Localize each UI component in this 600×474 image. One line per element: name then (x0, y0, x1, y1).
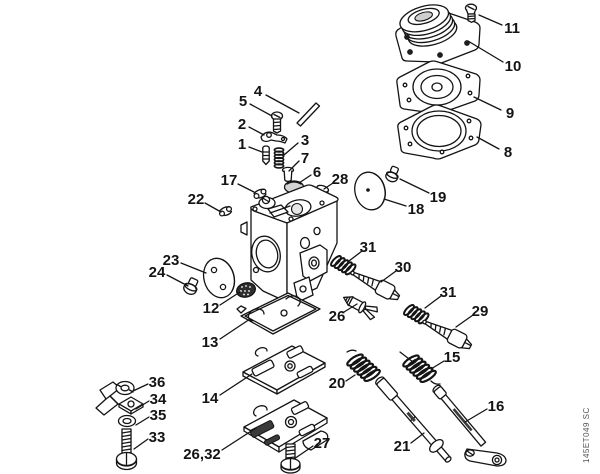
part-2-inlet-lever (260, 131, 288, 144)
part-5-screw (270, 111, 284, 134)
part-36-nut (115, 380, 135, 396)
part-11-cover-screw (464, 3, 478, 23)
part-21-throttle-shaft (375, 376, 452, 463)
callout-22: 22 (188, 191, 205, 208)
part-12-screen (235, 282, 257, 298)
callout-13: 13 (202, 334, 219, 351)
part-19-screw (385, 165, 400, 183)
callout-28: 28 (332, 171, 349, 188)
part-35-washer (117, 414, 137, 428)
callout-7: 7 (301, 150, 309, 167)
callout-19: 19 (430, 189, 447, 206)
part-15-spring (399, 349, 441, 389)
part-16-choke-shaft (432, 384, 507, 467)
callout-34: 34 (150, 391, 167, 408)
part-3-spring (273, 147, 285, 169)
part-9-pump-diaphragm (396, 60, 481, 115)
part-14-metering-diaphragm (242, 345, 326, 395)
callout-26: 26 (329, 308, 346, 325)
callout-9: 9 (506, 105, 514, 122)
part-24-screw (183, 277, 199, 295)
part-33-screw (115, 428, 138, 471)
part-10-pump-cover (395, 4, 481, 64)
callout-24: 24 (149, 264, 166, 281)
part-bracket (95, 381, 121, 416)
callout-29: 29 (472, 303, 489, 320)
callout-36: 36 (149, 374, 166, 391)
callout-31b: 31 (440, 284, 457, 301)
callout-26-32: 26,32 (183, 446, 221, 463)
callout-35: 35 (150, 407, 167, 424)
part-carburetor-body (240, 184, 339, 303)
part-13-gasket (236, 292, 321, 335)
callout-12: 12 (203, 300, 220, 317)
callout-14: 14 (202, 390, 219, 407)
callout-10: 10 (505, 58, 522, 75)
callout-6: 6 (313, 164, 321, 181)
callout-17: 17 (221, 172, 238, 189)
figure-code-watermark: 145ET049 SC (582, 407, 591, 463)
callout-5: 5 (239, 93, 247, 110)
part-4-pin (296, 102, 321, 127)
part-7-nozzle (281, 166, 295, 182)
part-34-square-plate (118, 396, 144, 415)
callout-4: 4 (254, 83, 263, 100)
callout-2: 2 (238, 116, 246, 133)
callout-18: 18 (408, 201, 425, 218)
callout-33: 33 (149, 429, 166, 446)
callout-20: 20 (329, 375, 346, 392)
part-18-disc (354, 171, 386, 211)
callout-16: 16 (488, 398, 505, 415)
part-23-disc (202, 257, 236, 299)
callout-31a: 31 (360, 239, 377, 256)
callout-15: 15 (444, 349, 461, 366)
callout-23: 23 (163, 252, 180, 269)
part-8-pump-gasket (397, 104, 482, 160)
part-1-inlet-needle (262, 145, 270, 166)
callout-11: 11 (504, 20, 520, 37)
callout-27: 27 (314, 435, 331, 452)
callout-30: 30 (395, 259, 412, 276)
callout-1: 1 (238, 136, 246, 153)
callout-21: 21 (394, 438, 411, 455)
callout-8: 8 (504, 144, 512, 161)
callout-3: 3 (301, 132, 309, 149)
part-17-clip (253, 188, 267, 200)
part-20-spring (343, 348, 384, 388)
part-27-screw (280, 443, 301, 474)
leader-lines (132, 14, 504, 460)
